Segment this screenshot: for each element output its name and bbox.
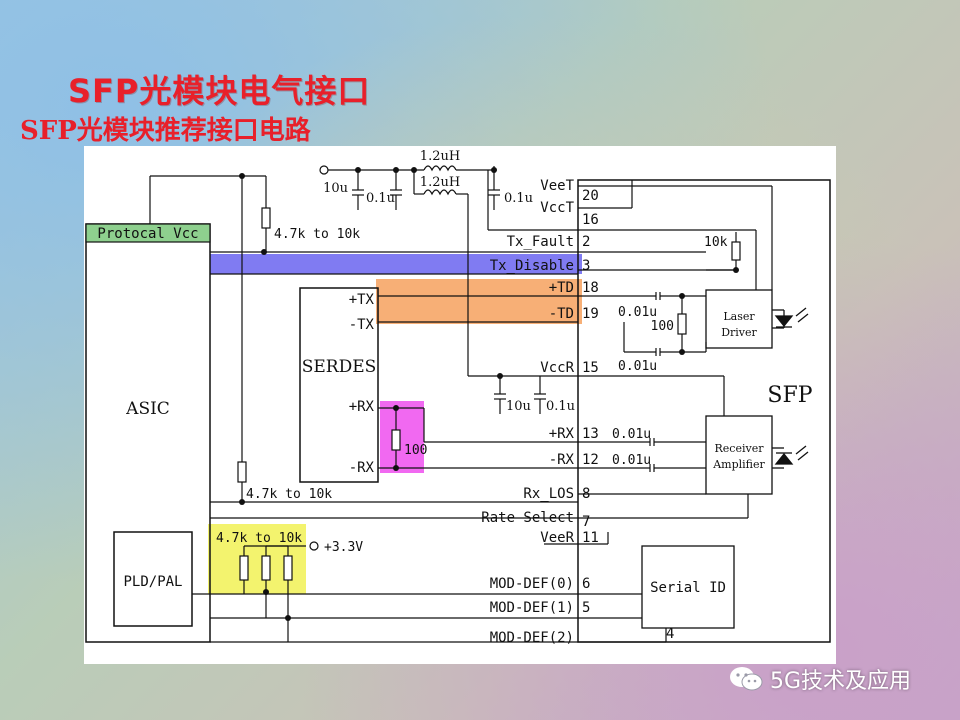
serial-id-block: [641, 545, 735, 629]
pin-mod-def1-name: MOD-DEF(1): [490, 600, 574, 616]
circuit-diagram: Protocal Vcc ASIC PLD/PAL SERDES +TX -TX…: [84, 146, 836, 664]
supply-label: +3.3V: [324, 540, 363, 555]
sfp-label: SFP: [767, 383, 812, 408]
pin-mod-def2-number: 4: [666, 626, 674, 642]
protocal-vcc-box: [85, 223, 211, 243]
pullup-resistors: [149, 175, 578, 503]
pin-tx-disable-number: 3: [582, 258, 590, 274]
laser-driver-label-1: Laser: [723, 310, 755, 323]
cap-01u-mid-label: 0.1u: [546, 399, 575, 414]
serdes-tx-p: +TX: [349, 292, 375, 308]
receiver-amplifier-block: [705, 415, 773, 495]
rx-cap-p-label: 0.01u: [612, 427, 651, 442]
sfp-module: [577, 179, 831, 643]
pullup-bank-label: 4.7k to 10k: [216, 531, 302, 546]
pin-tx-disable-name: Tx_Disable: [490, 258, 574, 274]
pin-tx-fault-name: Tx_Fault: [507, 234, 574, 250]
tx-cap-n-label: 0.01u: [618, 359, 657, 374]
slide-subtitle: SFP光模块推荐接口电路: [20, 116, 311, 146]
slide-title: SFP光模块电气接口: [68, 72, 371, 110]
receiver-label-2: Amplifier: [712, 458, 765, 471]
pin-td-p-name: +TD: [549, 280, 574, 296]
pin-rx-los-number: 8: [582, 486, 590, 502]
cap-01u-b-label: 0.1u: [504, 191, 533, 206]
pin-rx-p-number: 13: [582, 426, 599, 442]
pin-tx-fault-number: 2: [582, 234, 590, 250]
tx-fault-pullup-label: 10k: [704, 235, 728, 250]
tx-cap-p-label: 0.01u: [618, 305, 657, 320]
pin-td-n-name: -TD: [549, 306, 574, 322]
pin-veer-number: 11: [582, 530, 599, 546]
pin-mod-def0-name: MOD-DEF(0): [490, 576, 574, 592]
protocal-vcc-label: Protocal Vcc: [97, 226, 198, 242]
circuit-svg: Protocal Vcc ASIC PLD/PAL SERDES +TX -TX…: [85, 149, 831, 646]
serdes-rx-p: +RX: [349, 399, 375, 415]
power-filter: [319, 165, 578, 414]
wechat-icon: [730, 667, 763, 691]
serdes-block: [299, 287, 379, 483]
cap-10u-top-label: 10u: [323, 181, 348, 196]
pin-rx-p-name: +RX: [549, 426, 575, 442]
cap-01u-a-label: 0.1u: [366, 191, 395, 206]
serdes-label: SERDES: [302, 357, 377, 377]
serdes-tx-n: -TX: [349, 317, 375, 333]
laser-diode-icon: [772, 307, 809, 329]
photodiode-icon: [772, 445, 809, 469]
signal-traces: [192, 180, 773, 643]
rx-cap-n-label: 0.01u: [612, 453, 651, 468]
pin-veer-name: VeeR: [540, 530, 574, 546]
laser-driver-label-2: Driver: [721, 326, 757, 339]
inductor-2-label: 1.2uH: [420, 175, 460, 190]
pin-veet-number: 20: [582, 188, 599, 204]
tx-disable-highlight: [210, 254, 582, 274]
pin-rate-select-name: Rate Select: [481, 510, 574, 526]
pin-vccr-number: 15: [582, 360, 599, 376]
pin-rx-n-name: -RX: [549, 452, 575, 468]
tx-term-label: 100: [651, 319, 674, 334]
pld-pal-label: PLD/PAL: [123, 574, 182, 590]
pin-vcct-number: 16: [582, 212, 599, 228]
serial-id-label: Serial ID: [650, 580, 726, 596]
pin-vcct-name: VccT: [540, 200, 574, 216]
pin-mod-def2-name: MOD-DEF(2): [490, 630, 574, 646]
asic-label: ASIC: [125, 399, 170, 419]
pin-td-n-number: 19: [582, 306, 599, 322]
pin-mod-def1-number: 5: [582, 600, 590, 616]
td-highlight: [376, 279, 582, 324]
watermark: 5G技术及应用: [728, 664, 911, 694]
pin-vccr-name: VccR: [540, 360, 574, 376]
laser-driver-block: [705, 289, 773, 349]
watermark-text: 5G技术及应用: [770, 669, 912, 694]
pld-pal-block: [113, 531, 193, 627]
serdes-rx-n: -RX: [349, 460, 375, 476]
cap-10u-mid-label: 10u: [506, 399, 531, 414]
pin-rx-n-number: 12: [582, 452, 599, 468]
pin-veet-name: VeeT: [540, 178, 574, 194]
pullup-top-label: 4.7k to 10k: [274, 227, 360, 242]
pullup-mid-label: 4.7k to 10k: [246, 487, 332, 502]
pin-rx-los-name: Rx_LOS: [523, 486, 574, 502]
rx-termination-highlight: [380, 401, 424, 473]
pin-td-p-number: 18: [582, 280, 599, 296]
pin-mod-def0-number: 6: [582, 576, 590, 592]
receiver-label-1: Receiver: [715, 442, 765, 455]
pin-rate-select-number: 7: [582, 514, 590, 530]
inductor-1-label: 1.2uH: [420, 149, 460, 164]
rx-term-label: 100: [404, 443, 427, 458]
